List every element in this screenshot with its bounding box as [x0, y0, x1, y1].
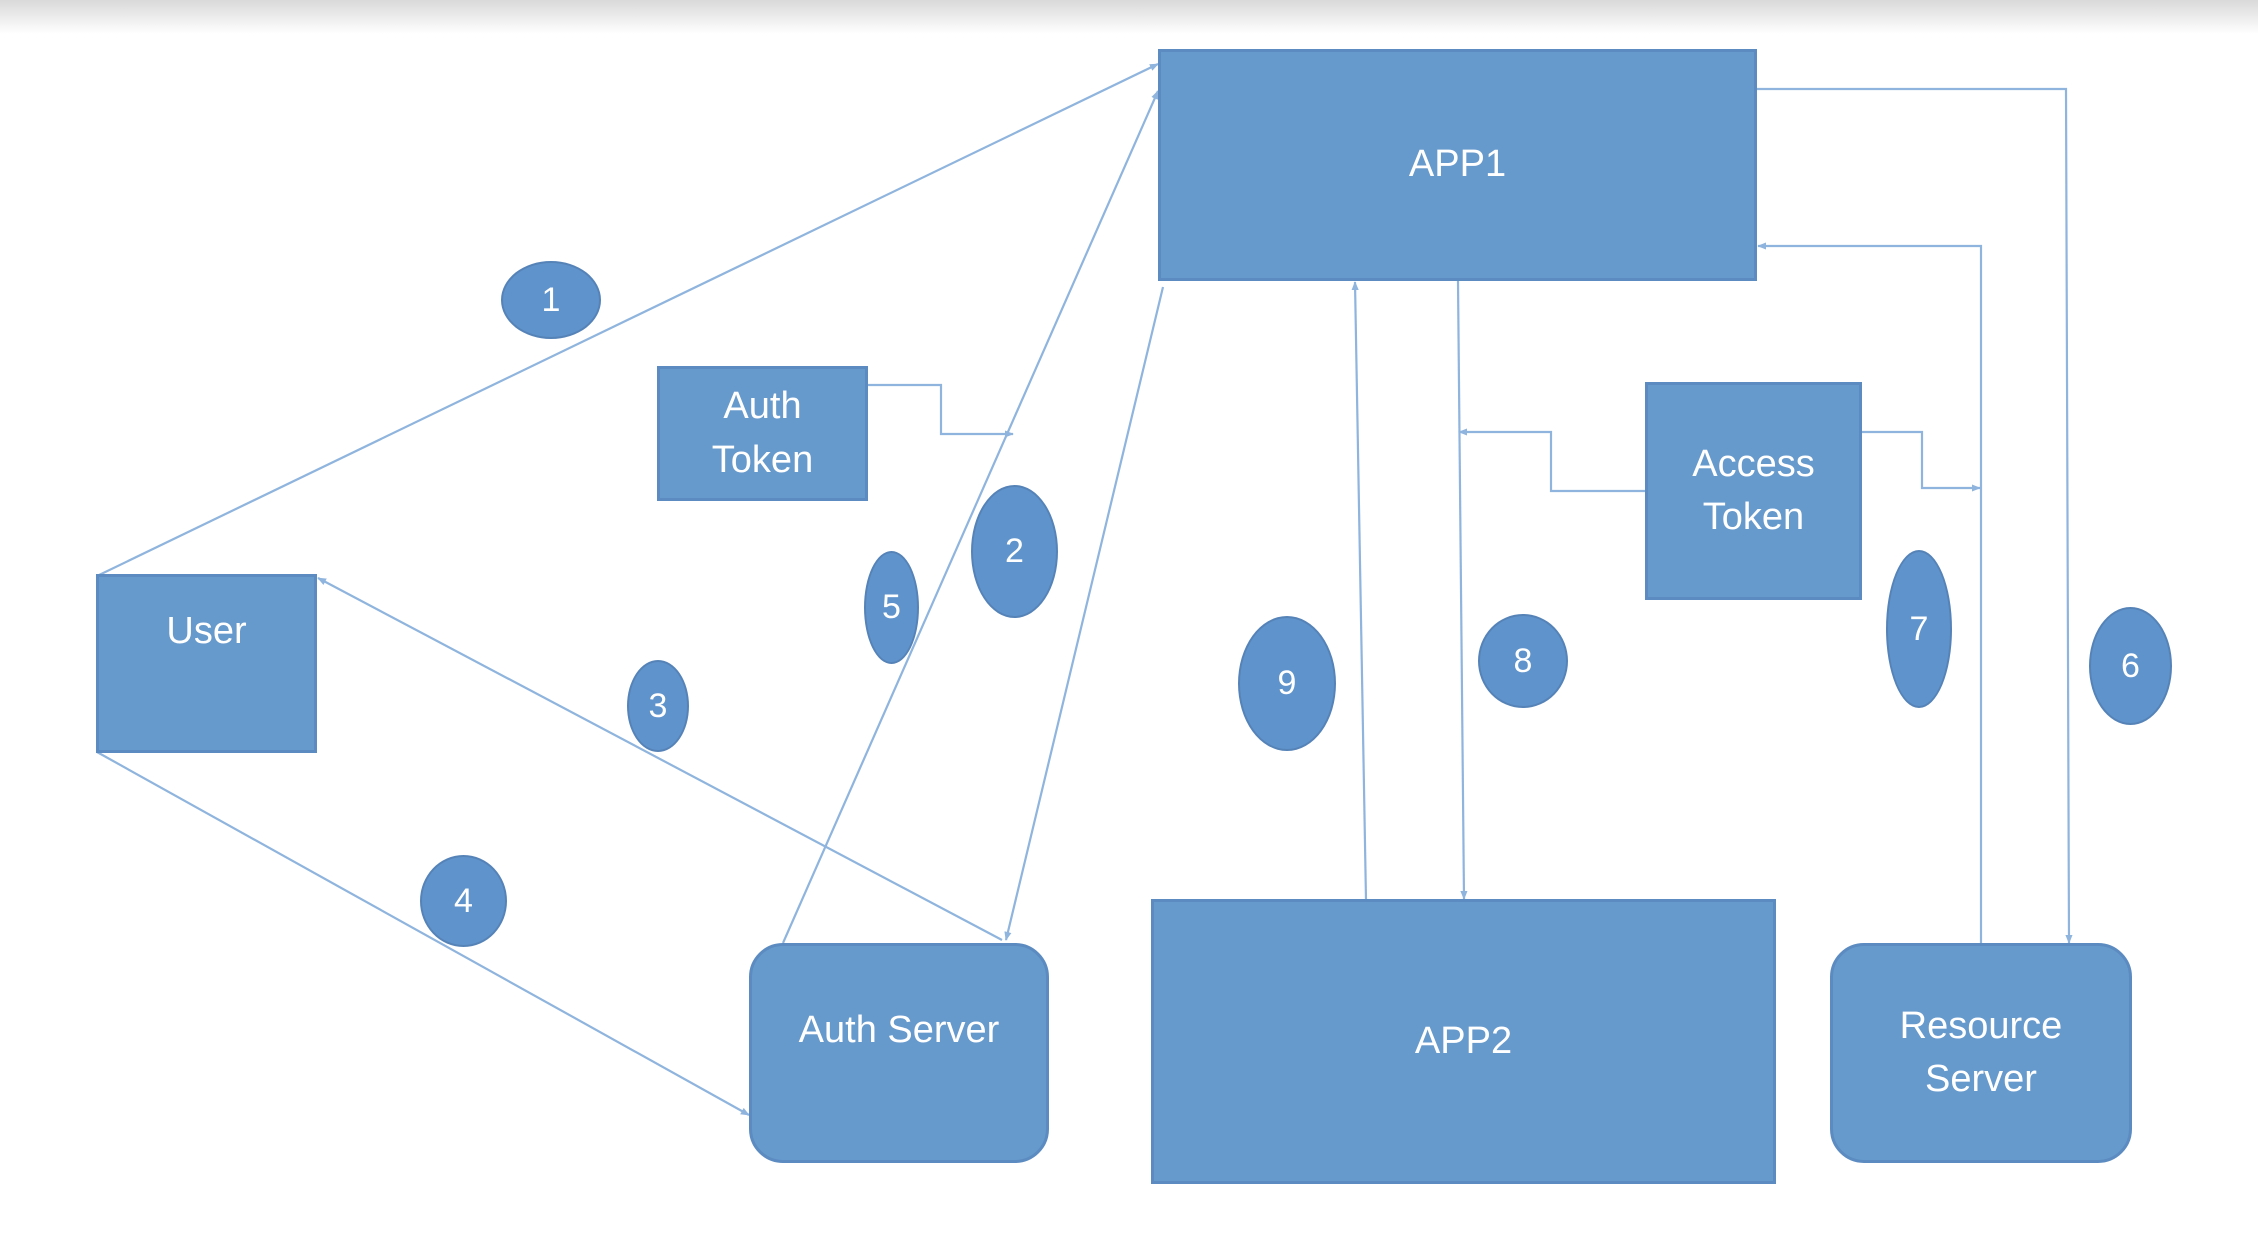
step-marker-6: 6	[2089, 607, 2172, 725]
auth-token-box: Auth Token	[657, 366, 868, 501]
step-marker-2: 2	[971, 485, 1058, 618]
app2-label: APP2	[1414, 1019, 1513, 1062]
step-marker-1-label: 1	[541, 280, 561, 319]
app1-box: APP1	[1158, 49, 1757, 281]
step-marker-7: 7	[1886, 550, 1952, 708]
step-marker-2-label: 2	[1005, 532, 1024, 570]
auth-server-label: Auth Server	[798, 1009, 1000, 1051]
step-marker-8-label: 8	[1513, 641, 1533, 680]
arrow-app1-to-resource-server	[1756, 87, 2073, 944]
resource-server-label: Resource Server	[1899, 1004, 2063, 1100]
step-marker-8: 8	[1478, 614, 1568, 708]
connector-access-token-left	[1458, 428, 1646, 493]
step-marker-9: 9	[1238, 616, 1336, 751]
arrow-auth-server-to-user	[317, 577, 1003, 941]
step-marker-6-label: 6	[2121, 646, 2140, 685]
user-label: User	[166, 610, 247, 652]
step-marker-5: 5	[864, 551, 919, 664]
auth-server-box: Auth Server	[749, 943, 1049, 1163]
access-token-box: Access Token	[1645, 382, 1862, 600]
auth-token-label: Auth Token	[711, 385, 814, 481]
step-marker-5-label: 5	[882, 588, 901, 626]
window-top-shade	[0, 0, 2258, 34]
resource-server-box: Resource Server	[1830, 943, 2132, 1163]
arrow-user-to-auth-server	[96, 751, 750, 1116]
arrow-app2-to-app1	[1351, 281, 1368, 901]
step-marker-3: 3	[627, 660, 689, 752]
app2-box: APP2	[1151, 899, 1776, 1184]
step-marker-3-label: 3	[648, 686, 668, 725]
connector-access-token-right	[1862, 430, 1981, 492]
arrow-auth-server-to-app1	[781, 90, 1160, 944]
arrow-app1-to-app2	[1456, 280, 1468, 900]
step-marker-1: 1	[501, 261, 601, 339]
access-token-label: Access Token	[1692, 442, 1815, 538]
app1-label: APP1	[1408, 143, 1507, 186]
arrow-resource-server-to-app1	[1757, 242, 1983, 943]
connector-auth-token	[866, 383, 1014, 438]
step-marker-4: 4	[420, 855, 507, 947]
step-marker-9-label: 9	[1277, 664, 1297, 702]
step-marker-7-label: 7	[1909, 609, 1929, 648]
arrow-user-to-app1	[96, 63, 1159, 577]
user-box: User	[96, 574, 317, 753]
step-marker-4-label: 4	[454, 881, 473, 920]
arrow-app1-to-auth-server	[1004, 286, 1165, 941]
